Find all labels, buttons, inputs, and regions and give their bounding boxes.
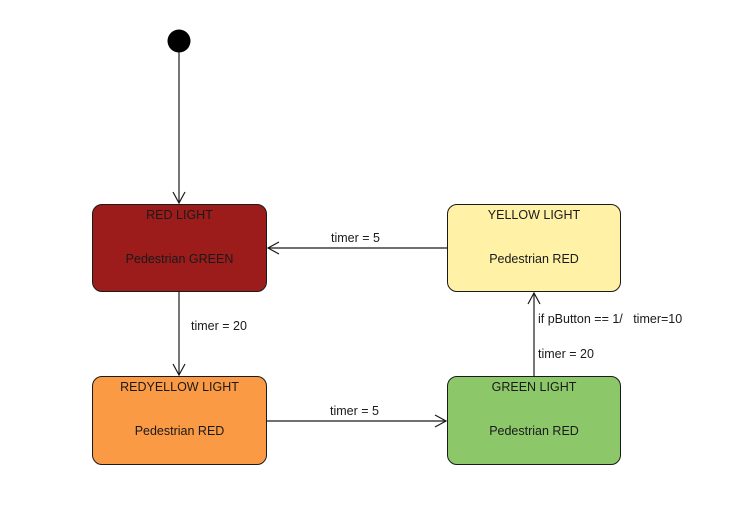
state-redyellow-subtitle: Pedestrian RED	[134, 424, 225, 438]
transition-label-green-to-yellow-guard: if pButton == 1/ timer=10	[538, 312, 683, 326]
initial-state-dot	[167, 29, 191, 53]
transition-label-yellow-to-red: timer = 5	[331, 231, 380, 245]
state-yellow-subtitle: Pedestrian RED	[489, 252, 579, 266]
state-red-light: RED LIGHT Pedestrian GREEN	[92, 204, 267, 292]
transition-label-redyellow-to-green: timer = 5	[330, 404, 379, 418]
state-yellow-light: YELLOW LIGHT Pedestrian RED	[447, 204, 621, 292]
state-green-light: GREEN LIGHT Pedestrian RED	[447, 376, 621, 465]
state-redyellow-title: REDYELLOW LIGHT	[120, 380, 239, 394]
transition-label-green-to-yellow-timer: timer = 20	[538, 347, 594, 361]
state-green-subtitle: Pedestrian RED	[489, 424, 579, 438]
state-red-title: RED LIGHT	[146, 208, 213, 222]
arrow-red-to-redyellow	[172, 292, 186, 377]
state-yellow-title: YELLOW LIGHT	[487, 208, 581, 222]
state-green-title: GREEN LIGHT	[491, 380, 577, 394]
arrow-initial-to-red	[172, 52, 186, 205]
arrow-redyellow-to-green	[267, 414, 448, 428]
arrow-green-to-yellow	[527, 291, 541, 376]
state-red-subtitle: Pedestrian GREEN	[125, 252, 234, 266]
state-redyellow-light: REDYELLOW LIGHT Pedestrian RED	[92, 376, 267, 465]
arrow-yellow-to-red	[266, 241, 447, 255]
transition-label-red-to-redyellow: timer = 20	[191, 319, 247, 333]
